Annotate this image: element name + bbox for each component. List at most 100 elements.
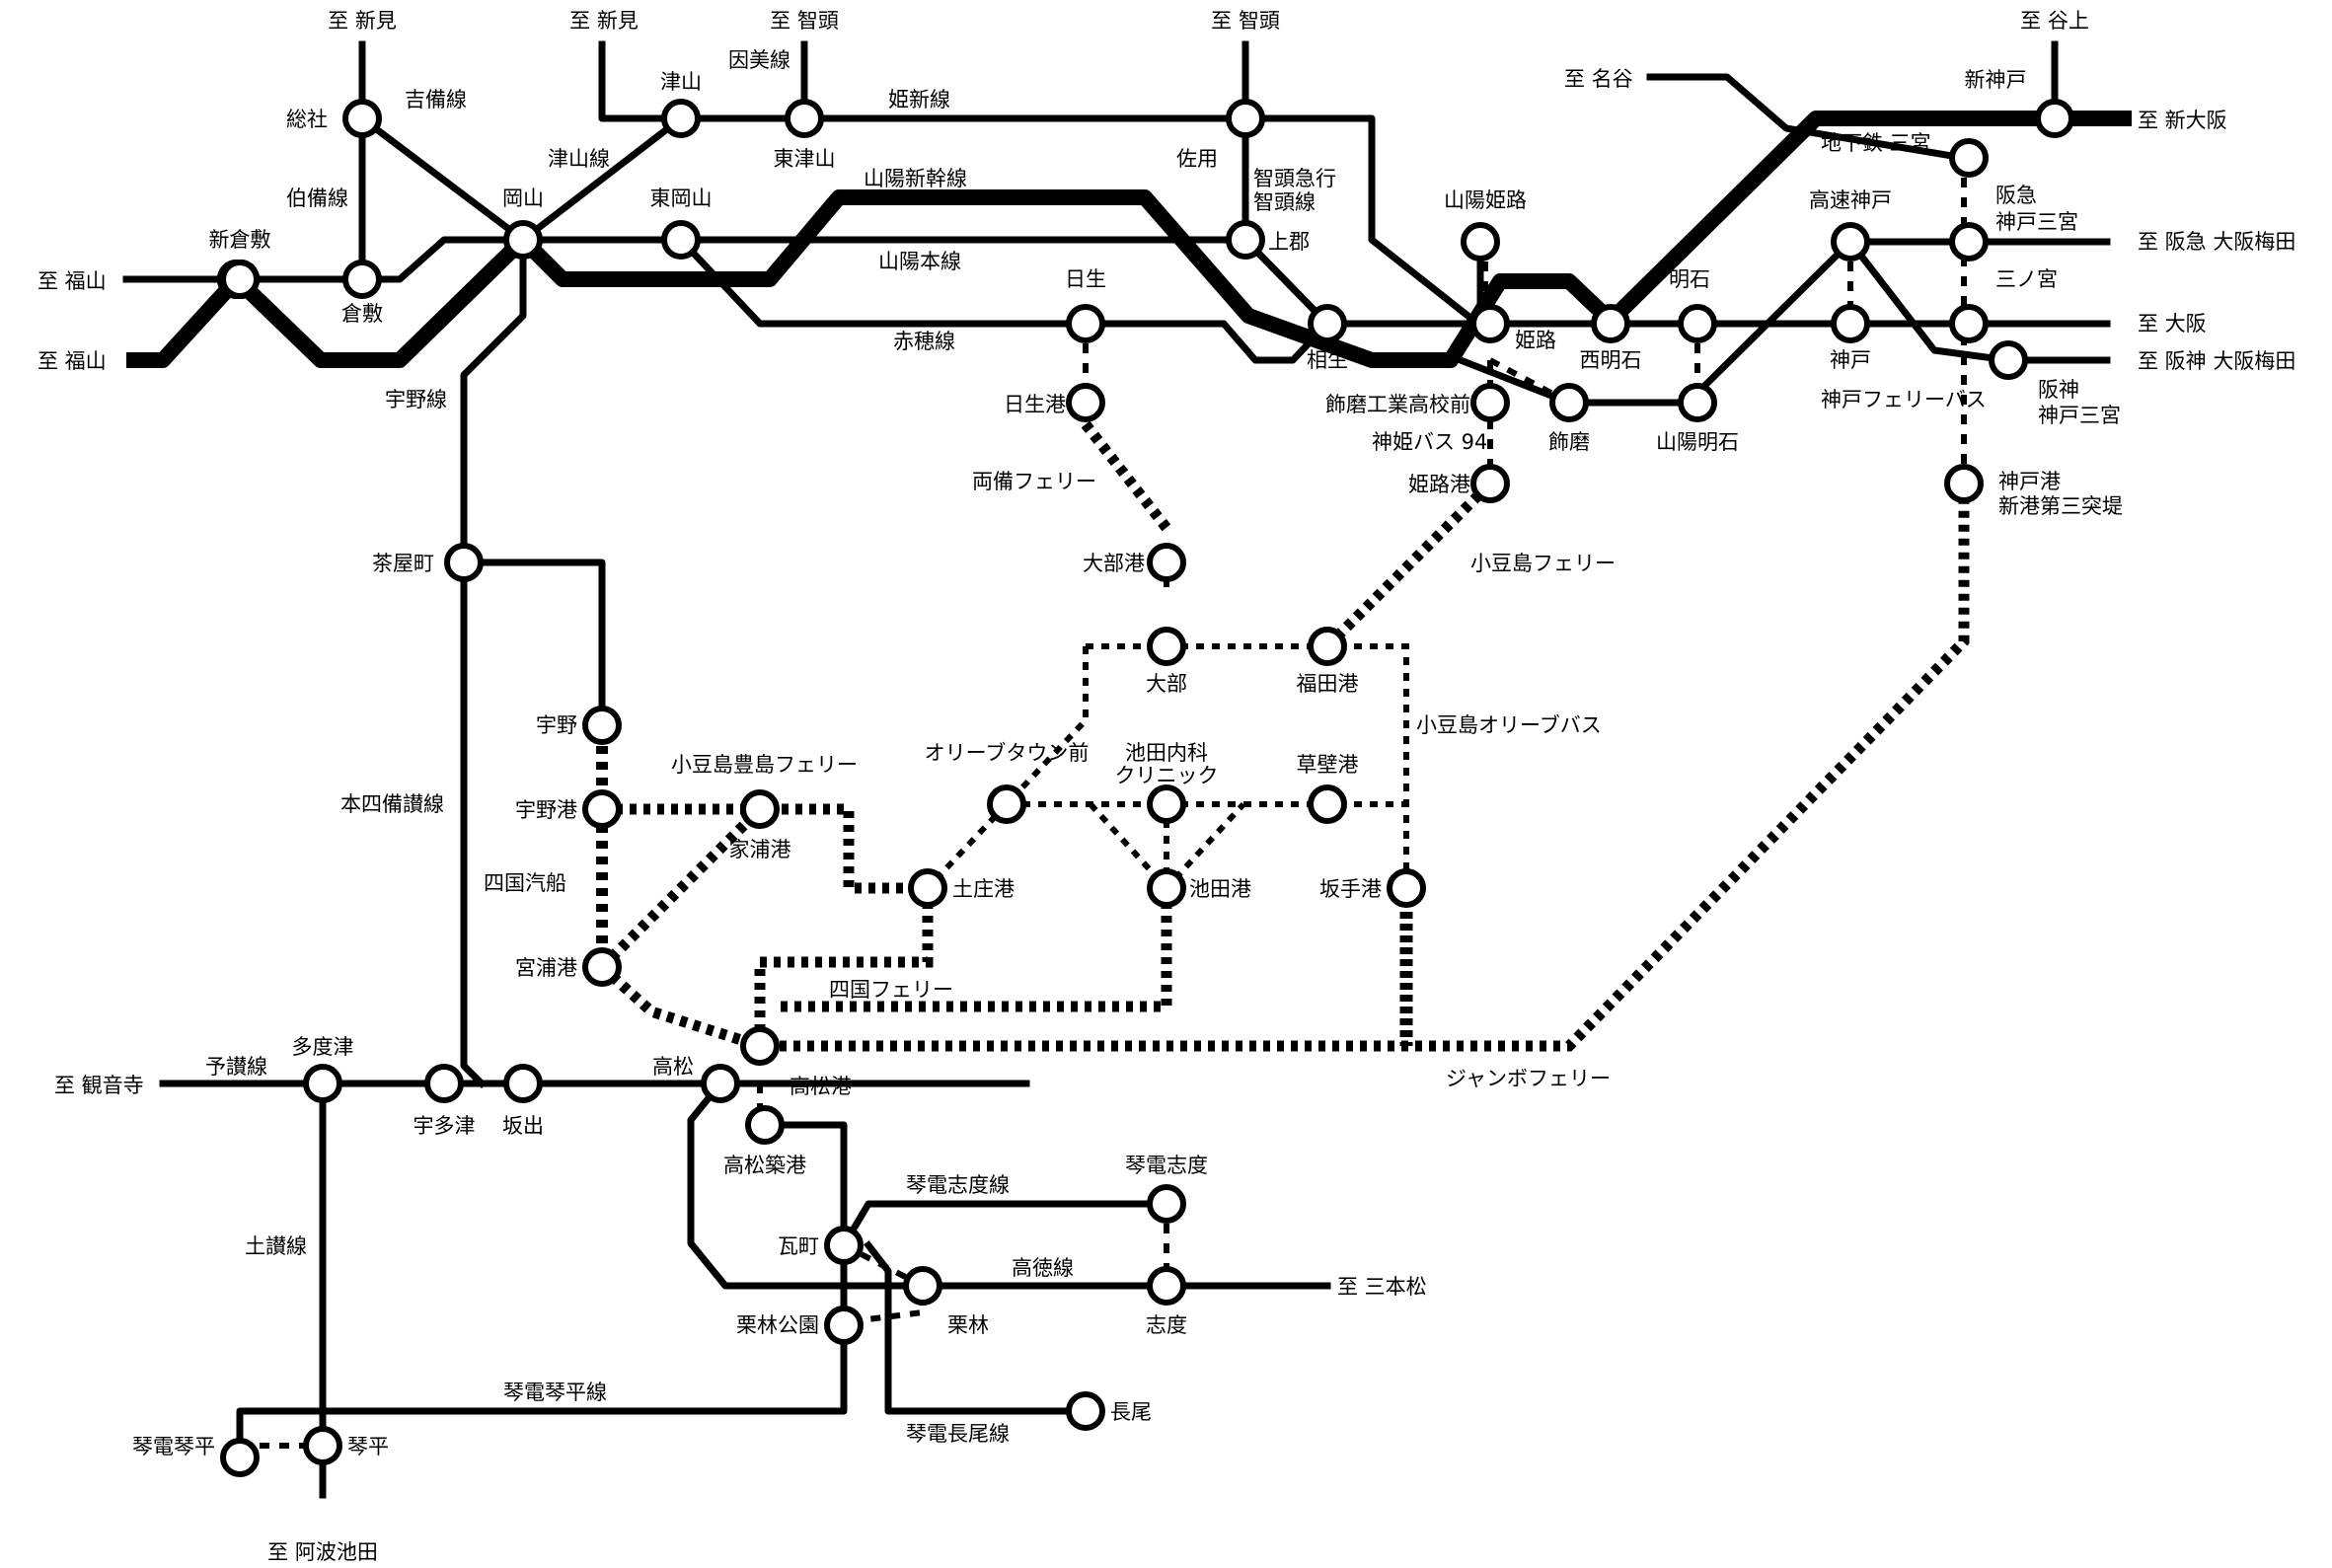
line-label: 山陽本線 <box>878 250 961 273</box>
station-label: 栗林公園 <box>736 1313 819 1337</box>
seishin-line <box>1646 73 1969 163</box>
line-label: 予讃線 <box>205 1055 267 1079</box>
station-label: 宮浦港 <box>515 956 577 980</box>
station-label: 阪神 <box>2038 378 2079 402</box>
line-label: 因美線 <box>728 48 790 72</box>
line-label: 姫新線 <box>888 88 950 112</box>
station-label: 池田港 <box>1189 877 1251 901</box>
station-marker <box>1831 304 1870 343</box>
terminal-label: 至 三本松 <box>1337 1275 1427 1299</box>
line-label: 土讃線 <box>245 1234 307 1258</box>
line-label: 神姫バス 94 <box>1372 430 1487 454</box>
station-marker <box>503 1064 543 1103</box>
shodoshima-ferry <box>1323 480 1494 650</box>
station-label: 西明石 <box>1580 348 1642 372</box>
station-marker <box>824 1306 864 1345</box>
station-label: 地下鉄 三宮 <box>1821 131 1931 155</box>
terminal-label: 至 阿波池田 <box>267 1540 378 1564</box>
station-label: オリーブタウン前 <box>925 741 1090 765</box>
honshibisan-line <box>460 236 527 1088</box>
station-label: 新倉敷 <box>209 228 271 252</box>
station-label: 新港第三突堤 <box>1998 494 2123 518</box>
station-marker <box>1308 784 1347 824</box>
station-marker <box>661 99 701 138</box>
station-marker <box>908 868 947 908</box>
terminal-label: 至 谷上 <box>2020 9 2089 33</box>
station-label: 志度 <box>1146 1313 1187 1337</box>
line-label: 小豆島フェリー <box>1470 552 1616 575</box>
station-label: 日生 <box>1065 267 1106 291</box>
terminal-label: 至 新見 <box>328 9 397 33</box>
line-label: 伯備線 <box>286 187 348 210</box>
station-label: 高松港 <box>790 1075 852 1098</box>
terminal-label: 至 福山 <box>38 269 107 293</box>
station-label: 琴平 <box>347 1435 389 1458</box>
line-label: ジャンボフェリー <box>1446 1067 1611 1090</box>
station-label: 津山 <box>660 70 702 94</box>
station-label: 明石 <box>1669 267 1710 291</box>
line-label: 本四備讃線 <box>340 792 444 816</box>
station-marker <box>740 789 780 829</box>
station-label: 池田内科 <box>1125 741 1208 765</box>
kishin-line <box>598 40 1485 331</box>
station-marker <box>1591 304 1630 343</box>
line-label: 四国汽船 <box>484 871 566 895</box>
station-label: 草壁港 <box>1297 753 1359 777</box>
station-label: 飾磨工業高校前 <box>1325 393 1470 416</box>
station-label: 琴電志度 <box>1125 1154 1208 1177</box>
station-marker <box>1147 868 1186 908</box>
station-marker <box>1470 464 1510 503</box>
station-marker <box>1949 138 1989 178</box>
station-label: 宇多津 <box>414 1114 476 1138</box>
station-label: 栗林 <box>947 1313 989 1337</box>
teshima-ferry-2 <box>598 805 764 971</box>
line-label: 両備フェリー <box>972 470 1096 493</box>
station-label: 大部 <box>1146 672 1187 696</box>
station-marker <box>1989 340 2028 380</box>
line-label: 小豆島オリーブバス <box>1416 713 1602 737</box>
uno-takamatsu <box>598 962 762 1052</box>
terminal-labels: 至 新見 至 新見 至 智頭 至 智頭 至 谷上 至 名谷 至 福山 至 福山 … <box>38 9 2295 1564</box>
shikoku-ferry-2 <box>780 888 1172 1012</box>
station-label: 神戸港 <box>1998 470 2061 493</box>
teshima-ferry-1 <box>602 803 928 894</box>
shikama-link <box>1488 357 1571 406</box>
line-label: 智頭急行 <box>1253 167 1336 190</box>
station-marker <box>1066 304 1105 343</box>
station-marker <box>1308 627 1347 666</box>
station-marker <box>1147 784 1186 824</box>
station-marker <box>303 1426 342 1465</box>
station-marker <box>903 1266 942 1306</box>
station-label: 家浦港 <box>729 838 791 861</box>
station-marker <box>1387 868 1426 908</box>
line-label: 宇野線 <box>385 388 447 411</box>
tsuyama-line <box>518 113 686 245</box>
station-marker <box>1066 1391 1105 1431</box>
kibi-line <box>357 113 528 245</box>
station-label: 長尾 <box>1110 1400 1152 1424</box>
station-marker <box>503 220 543 260</box>
line-label: 山陽新幹線 <box>864 167 967 190</box>
station-label: 多度津 <box>292 1035 354 1059</box>
shikoku-ferry-1 <box>754 888 934 1046</box>
terminal-label: 至 観音寺 <box>54 1074 144 1097</box>
station-marker <box>2035 99 2074 138</box>
station-marker <box>444 543 484 582</box>
line-label: 智頭線 <box>1253 190 1316 214</box>
station-marker <box>342 260 382 299</box>
station-label: 新神戸 <box>1965 68 2027 92</box>
terminal-label: 至 阪急 大阪梅田 <box>2138 230 2295 254</box>
station-marker <box>342 99 382 138</box>
station-marker <box>1949 304 1989 343</box>
line-label: 津山線 <box>548 147 610 171</box>
line-label: 吉備線 <box>405 88 467 112</box>
station-marker <box>220 1438 260 1477</box>
station-label: 三ノ宮 <box>1995 267 2058 291</box>
line-label: 琴電長尾線 <box>906 1422 1010 1446</box>
station-label: 山陽明石 <box>1656 430 1739 454</box>
station-marker <box>745 1105 785 1145</box>
station-marker <box>1226 220 1265 260</box>
station-label: 上郡 <box>1268 230 1310 254</box>
station-label: 宇野港 <box>515 798 577 822</box>
